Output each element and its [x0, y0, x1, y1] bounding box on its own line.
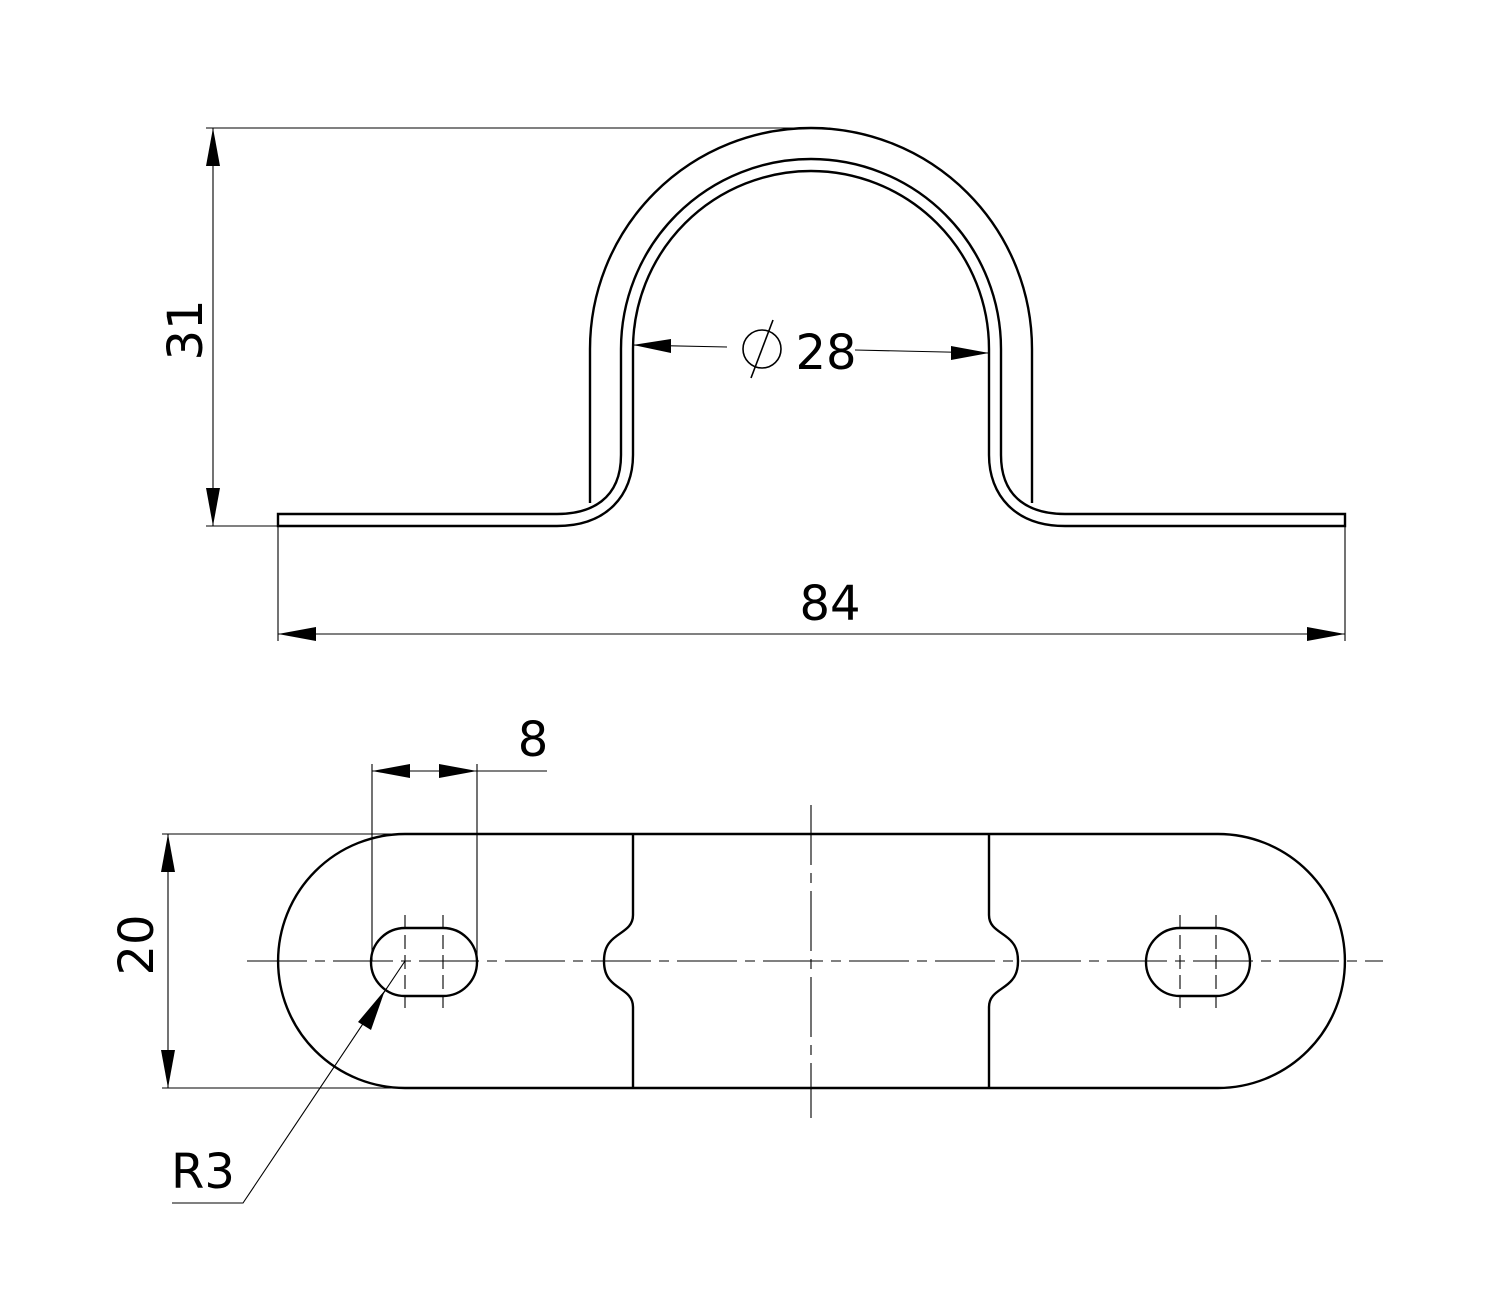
- top-view: 8 20 R3: [109, 712, 1383, 1204]
- dimension-20-label: 20: [109, 914, 165, 975]
- dimension-84-label: 84: [799, 576, 860, 632]
- arrow-icon: [358, 990, 385, 1030]
- side-view: 31 84 28: [158, 126, 1347, 641]
- arrow-icon: [278, 627, 316, 641]
- slot-right: [1144, 926, 1252, 998]
- dimension-28-label: 28: [795, 325, 856, 381]
- arrow-icon: [951, 346, 989, 360]
- arrow-icon: [206, 488, 220, 526]
- strap-outer-profile: [276, 157, 1347, 528]
- arrow-icon: [206, 128, 220, 166]
- arrow-icon: [633, 339, 671, 353]
- arrow-icon: [1307, 627, 1345, 641]
- arrow-icon: [161, 1050, 175, 1088]
- arrow-icon: [439, 764, 477, 778]
- slot-left: [369, 926, 479, 998]
- dimension-r3-label: R3: [171, 1144, 235, 1200]
- strap-tangent-edge: [588, 126, 1034, 503]
- diameter-icon: [742, 319, 782, 379]
- arrow-icon: [372, 764, 410, 778]
- leader-line-r3: [172, 960, 406, 1204]
- dimension-31-label: 31: [158, 299, 214, 360]
- arrow-icon: [161, 834, 175, 872]
- bend-line-right: [987, 834, 1020, 1088]
- dimension-8-label: 8: [518, 712, 549, 768]
- strap-outline: [276, 832, 1347, 1090]
